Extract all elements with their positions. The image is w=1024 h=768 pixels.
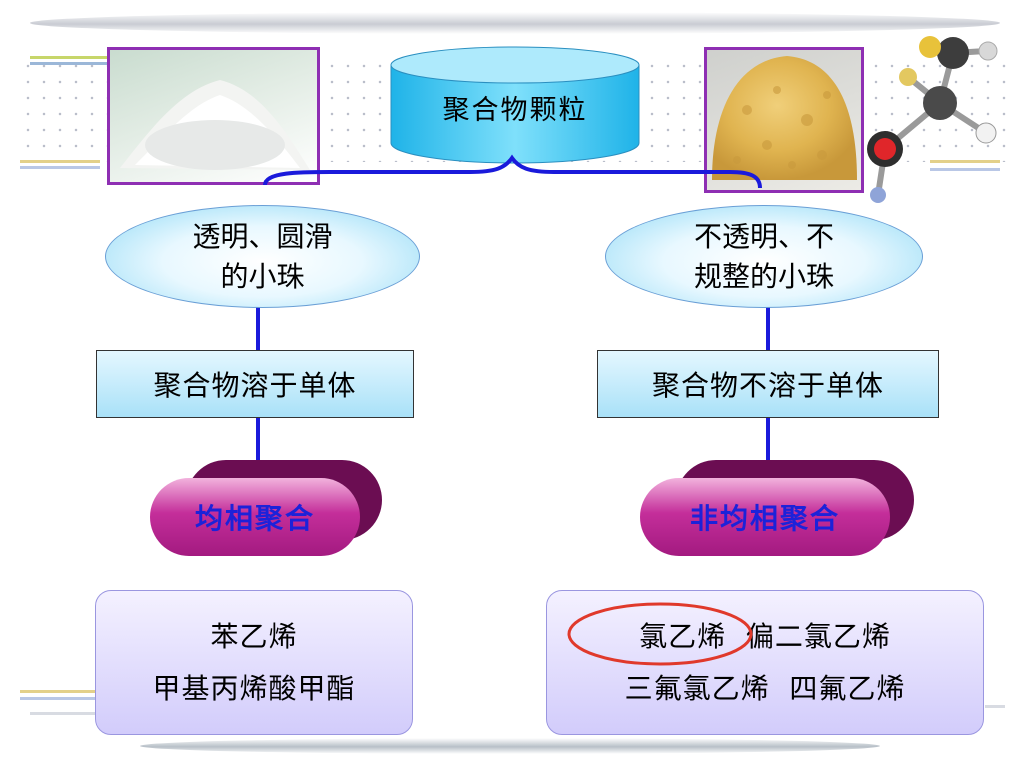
top-decorative-band	[30, 12, 1000, 34]
polymer-particle-title: 聚合物颗粒	[442, 95, 588, 126]
insoluble-in-monomer-box: 聚合物不溶于单体	[597, 350, 939, 418]
heterogeneous-examples-box: 氯乙烯 偏二氯乙烯 三氟氯乙烯 四氟乙烯	[546, 590, 984, 735]
decorative-stripe	[985, 705, 1005, 708]
example-monomer: 甲基丙烯酸甲酯	[152, 671, 356, 705]
polymer-particle-cylinder	[390, 46, 640, 164]
ellipse-label-line: 不透明、不	[693, 219, 834, 253]
homogeneous-examples-box: 苯乙烯 甲基丙烯酸甲酯	[95, 590, 413, 735]
decorative-stripe	[30, 712, 95, 715]
soluble-in-monomer-box: 聚合物溶于单体	[96, 350, 414, 418]
molecule-model-icon	[867, 36, 998, 203]
decorative-stripe	[930, 160, 1000, 163]
transparent-beads-ellipse: 透明、圆滑 的小珠	[105, 205, 420, 308]
white-powder-photo	[107, 47, 320, 185]
ellipse-label-line: 透明、圆滑	[192, 219, 333, 253]
decorative-stripe	[30, 56, 120, 59]
decorative-stripe	[930, 168, 1000, 171]
decorative-stripe	[20, 160, 100, 163]
example-monomer: 苯乙烯	[210, 619, 298, 653]
decorative-stripe	[20, 166, 100, 169]
bottom-decorative-band	[140, 738, 880, 754]
ellipse-label-line: 的小珠	[220, 259, 305, 293]
example-monomer: 三氟氯乙烯 四氟乙烯	[624, 671, 906, 705]
decorative-stripe	[30, 62, 120, 65]
ellipse-label-line: 规整的小珠	[693, 259, 834, 293]
decorative-stripe	[20, 690, 95, 693]
yellow-powder-photo	[704, 47, 864, 193]
decorative-stripe	[20, 697, 95, 700]
homogeneous-polymerization-label: 均相聚合	[150, 478, 360, 556]
example-monomer: 氯乙烯 偏二氯乙烯	[639, 619, 891, 653]
heterogeneous-polymerization-label: 非均相聚合	[640, 478, 890, 556]
opaque-beads-ellipse: 不透明、不 规整的小珠	[605, 205, 923, 308]
